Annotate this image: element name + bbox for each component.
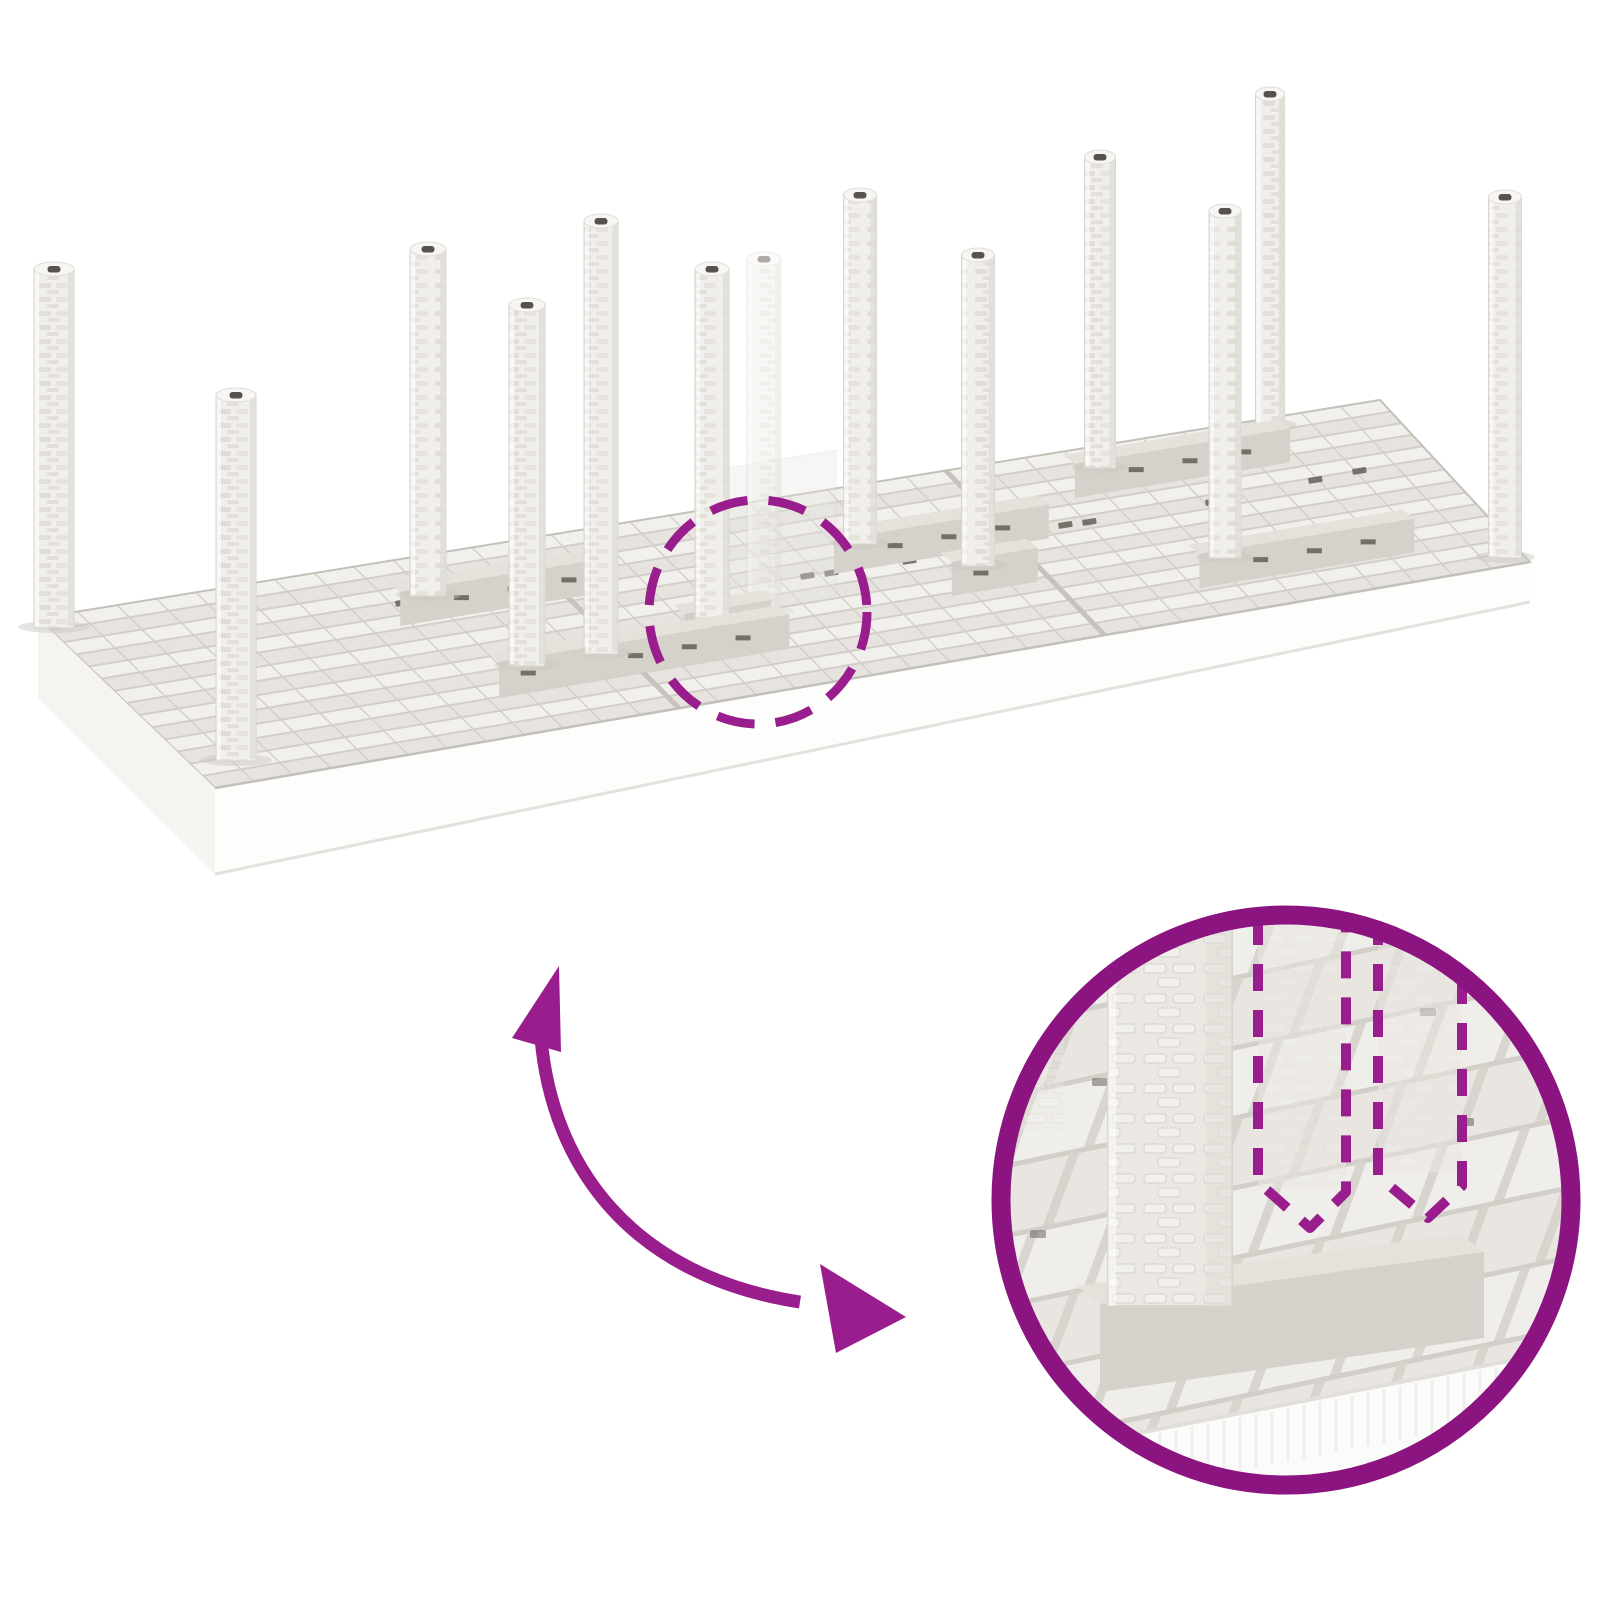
peg-hole [1094,154,1107,161]
peg-hole [521,302,534,309]
peg-hole [595,218,608,225]
peg-hole [972,252,985,259]
peg-hole [1264,91,1277,98]
peg-hole [706,266,719,273]
peg-hole [1499,194,1512,201]
peg-hole [230,392,243,399]
peg-hole [48,266,61,273]
peg-hole [758,256,771,263]
peg-hole [422,246,435,253]
peg-hole [1219,208,1232,215]
peg-hole [854,192,867,199]
